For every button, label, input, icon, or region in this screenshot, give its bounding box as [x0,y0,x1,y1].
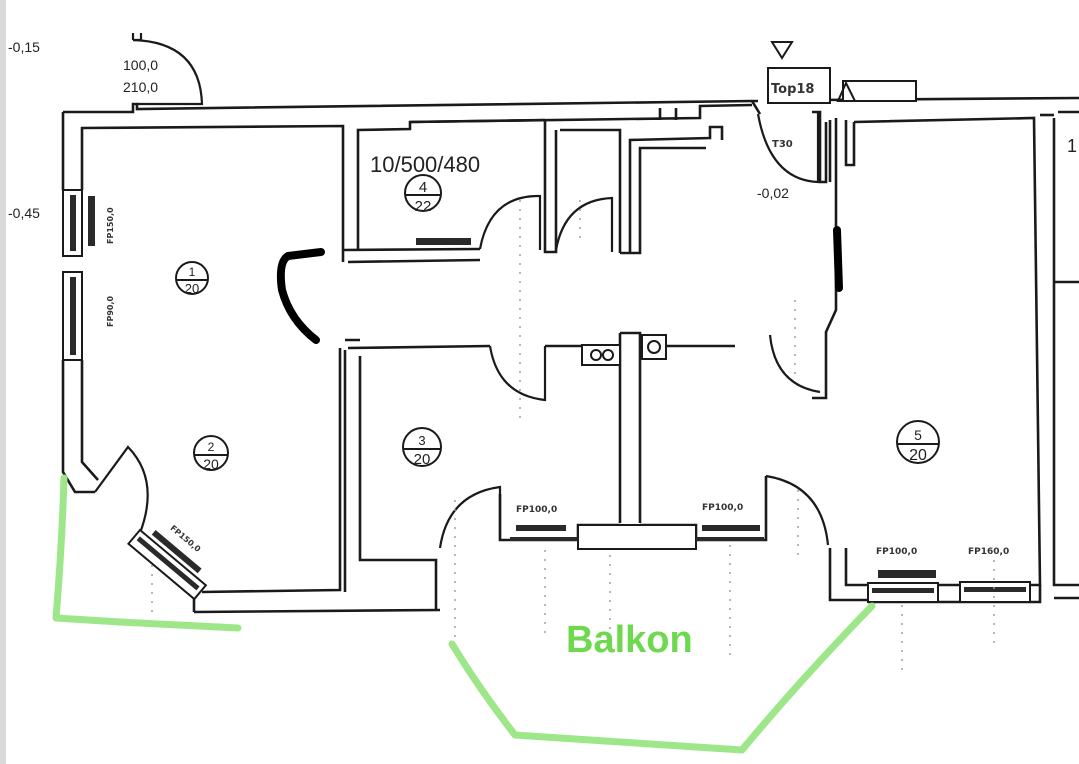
burner-icon [647,340,661,354]
door-bath [478,194,542,250]
outer-walls [61,96,1079,614]
door-room2 [94,445,149,534]
door-t30 [756,112,820,184]
opening-marker-left [276,248,325,344]
unit-tag: Top18 [767,41,917,104]
room-markers: 1 20 2 20 3 20 4 22 5 20 [175,174,940,472]
room-number: 5 [914,427,922,443]
room-marker-3: 3 20 [402,427,442,468]
room-number: 2 [208,440,215,454]
room5-left-wall [828,120,856,182]
room1-inner-top [80,124,345,250]
room-marker-1: 1 20 [175,261,209,296]
entry-door: 100,0 210,0 [123,33,204,106]
terrace-outline [52,474,242,632]
balcony-outline [448,602,876,754]
corridor-stub [341,250,360,342]
level-top-left: -0,15 [8,39,40,55]
door-wc [554,196,614,252]
room5-walls [828,116,1042,602]
window-label: FP90,0 [106,296,115,328]
room-code: 20 [909,447,927,464]
room-code: 20 [414,451,431,468]
unit-tag-label: Top18 [771,82,814,97]
room-number: 4 [419,179,427,196]
corridor-bottom [347,331,735,523]
room5-bottom [868,110,1079,604]
room-number: 3 [418,433,425,448]
radiator [878,570,936,578]
room-marker-5: 5 20 [896,420,940,464]
right-edge-label: 1 [1067,136,1077,156]
window-glazing [136,536,200,591]
opening-marker-right [833,226,843,292]
radiator [702,525,760,531]
window-glazing [70,277,76,355]
room-code: 20 [203,456,219,472]
fire-door-label: T30 [772,139,793,150]
door-balcony-right [765,474,830,546]
balcony-label: Balkon [566,619,693,661]
door-width: 100,0 [123,57,158,73]
burner-icon [590,349,602,361]
stove-units [581,334,667,366]
radiator [151,530,202,574]
dotted-lines [151,200,995,670]
door-swing [132,38,204,106]
window-glazing [696,537,764,541]
level-left-mid: -0,45 [8,205,40,221]
doors [94,112,830,549]
unit-tag-box [767,67,831,104]
radiator [516,525,566,531]
room-code: 22 [415,198,432,215]
radiator [416,238,471,245]
window-glazing [964,587,1026,592]
window-label: FP150,0 [106,207,115,244]
balcony-windows: FP100,0 FP100,0 FP100,0 FP160,0 [416,238,1031,603]
left-windows: FP150,0 FP90,0 [62,189,115,361]
top-wall-outer [63,99,758,114]
radiator [88,196,95,246]
interior-walls [342,100,1079,610]
room-code: 20 [185,281,199,296]
top-inner-line [409,103,753,124]
window-label: FP100,0 [702,503,743,513]
scan-edge [0,0,6,764]
window-label: FP100,0 [516,505,557,515]
level-entrance: -0,02 [757,185,789,201]
left-wall-outer [61,112,95,494]
triangle-down-icon [770,41,794,60]
room3-walls [343,350,438,610]
room-marker-2: 2 20 [193,435,229,472]
window-glazing [872,588,934,593]
hall-right-walls [750,100,838,400]
bath-bottom [342,247,481,252]
wc-walls [560,125,724,255]
door-room3 [488,345,547,402]
door-balcony-left [438,485,502,549]
left-wall-inner [80,134,99,481]
room-marker-4: 4 22 [404,174,442,215]
burner-icon [602,349,614,361]
window-glazing [510,537,578,541]
room2-bottom [193,348,441,614]
triangle-up-icon [836,80,857,102]
bath-spec: 10/500/480 [370,152,480,177]
window-glazing [70,195,76,251]
window-label: FP100,0 [876,547,917,557]
door-height: 210,0 [123,79,158,95]
room-number: 1 [189,265,196,279]
window-label: FP160,0 [968,547,1009,557]
stove-icon [641,334,667,360]
balcony-sill [577,524,697,550]
door-room5 [768,334,821,394]
